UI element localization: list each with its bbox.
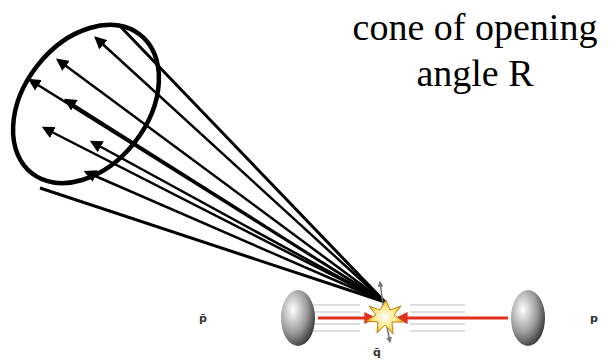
cone-caption: cone of opening angle R [344, 4, 606, 96]
particle-arrows [30, 38, 385, 302]
particle-label: p̄ [199, 312, 207, 325]
antiproton [281, 290, 315, 346]
beam-arrow [398, 317, 508, 320]
proton [511, 290, 545, 346]
particle-label: p [590, 312, 598, 325]
particle-label: q̄ [373, 346, 381, 359]
cone-outline [0, 0, 385, 302]
beam-arrow [318, 317, 374, 320]
collision-star [366, 300, 404, 334]
